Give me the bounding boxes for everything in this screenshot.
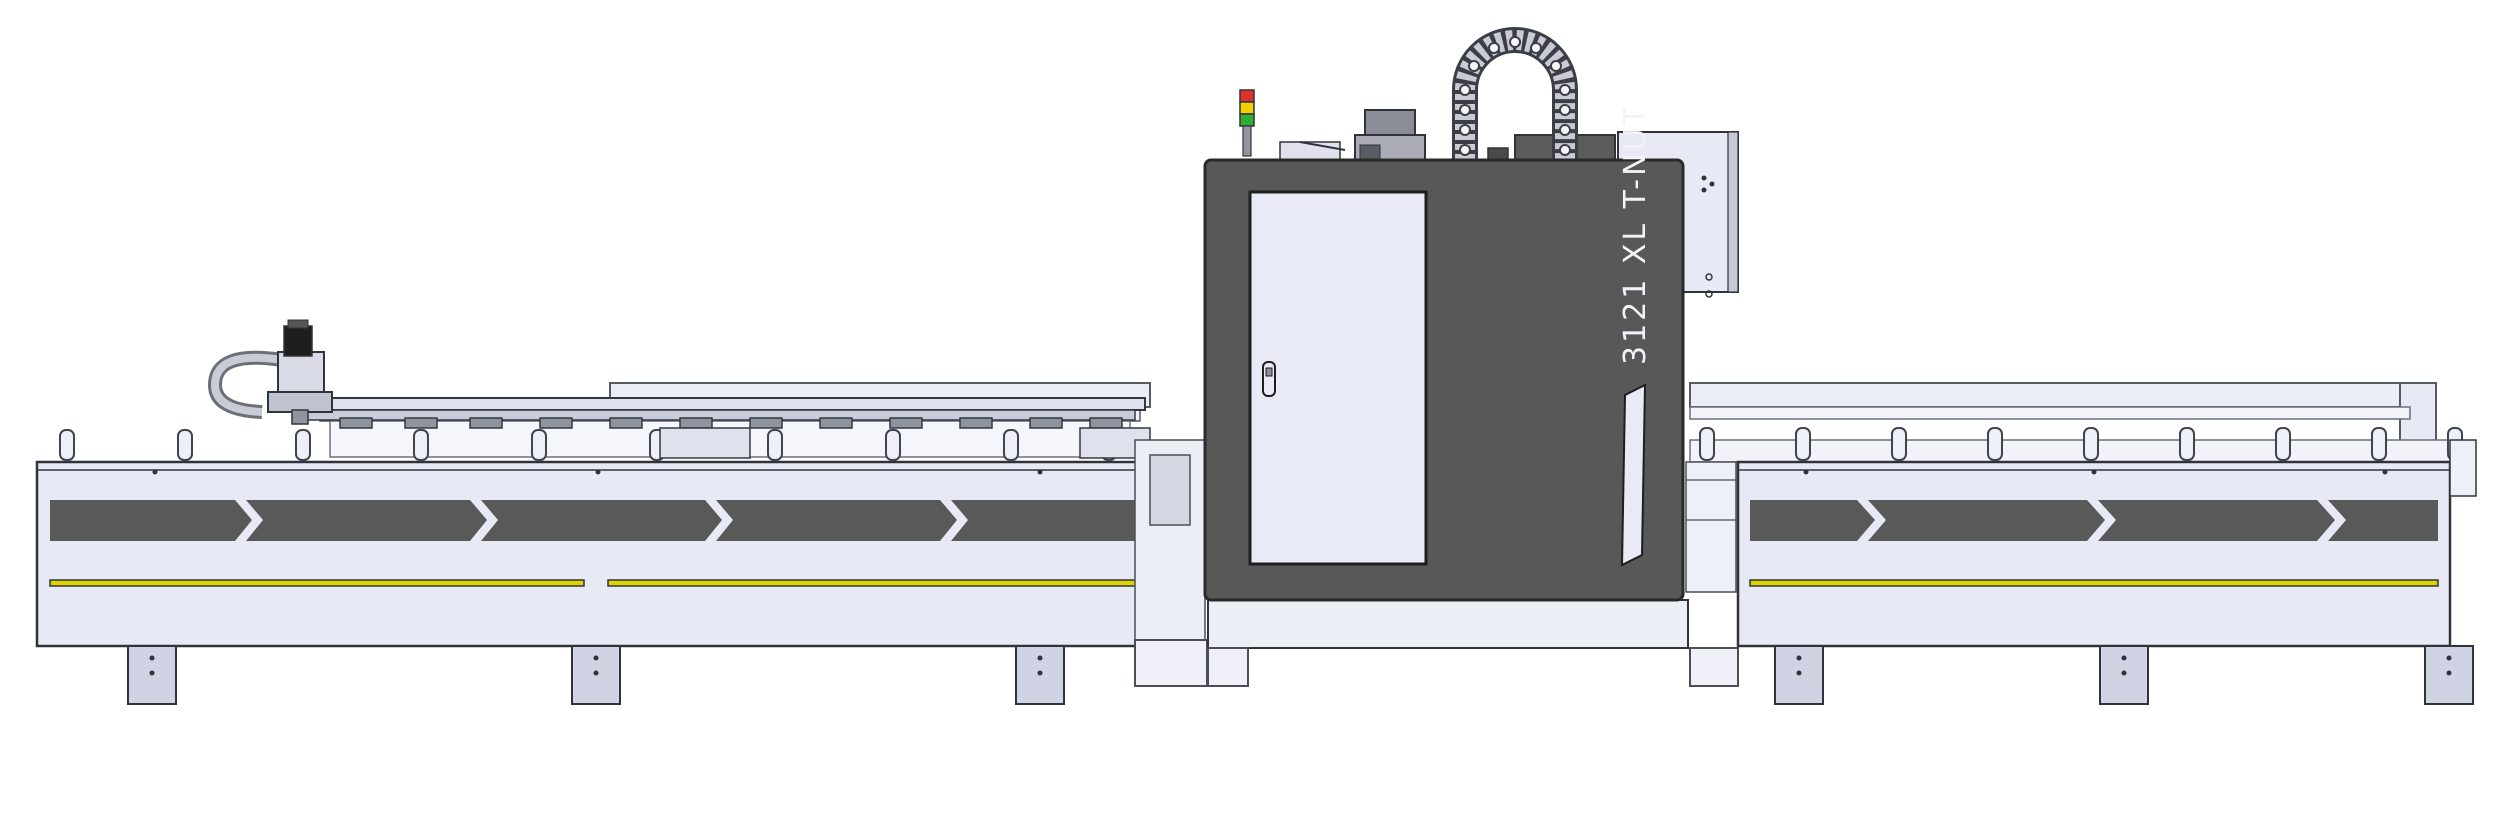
right-chevron-band (1750, 500, 2438, 541)
gantry-beam (289, 397, 1146, 429)
lower-frame (1134, 439, 1739, 687)
cable-chain-icon (1452, 27, 1578, 160)
left-foot-bolts (149, 655, 1043, 676)
left-table-bolts (152, 469, 1043, 475)
right-yellow-stripe (1749, 579, 2439, 587)
gantry-clamps (339, 417, 1123, 429)
right-back-rail (1689, 382, 2451, 463)
left-table-feet (127, 645, 1065, 705)
right-table (1736, 460, 2452, 648)
spindle-motor (267, 319, 333, 425)
right-foot-bolts (1796, 655, 2452, 676)
cabinet-slot (1620, 383, 1647, 567)
door-handle-icon (1262, 361, 1276, 397)
left-chevron-band (50, 500, 1142, 541)
right-table-bolts (1803, 469, 2388, 475)
main-cabinet: 3121 XL T-NUT (1203, 104, 1685, 602)
model-label: 3121 XL T-NUT (1618, 104, 1653, 365)
right-end-cap (2449, 439, 2477, 497)
left-table (35, 460, 1157, 648)
carriage-cable-loop (207, 350, 284, 419)
signal-tower-icon (1239, 89, 1255, 157)
right-rollers (1699, 427, 2463, 461)
cabinet-top-equipment (1279, 109, 1616, 164)
